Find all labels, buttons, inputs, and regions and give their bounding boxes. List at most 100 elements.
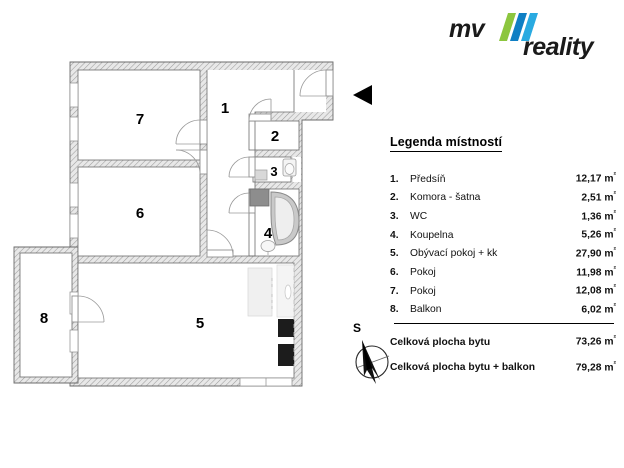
kitchen-appliance-lower-icon <box>278 344 294 366</box>
table-row: 4. Koupelna 5,26 m² <box>390 224 616 243</box>
legend-room-name: Obývací pokoj + kk <box>410 248 498 260</box>
room-label-1: 1 <box>221 100 229 117</box>
room-interior-7 <box>78 70 200 160</box>
room-label-4: 4 <box>264 225 273 242</box>
compass-cross-line <box>355 355 390 369</box>
legend-room-area: 6,02 m² <box>581 301 616 316</box>
legend-room-number: 5. <box>390 248 399 260</box>
table-row: Celková plocha bytu + balkon 79,28 m² <box>390 353 616 378</box>
floor-plan-drawing: 1 2 3 4 5 6 7 8 <box>13 61 372 387</box>
doors-layer <box>71 69 334 323</box>
room-interior-2 <box>249 121 299 150</box>
logo-artwork: mv reality <box>449 13 595 59</box>
compass-needle-tip <box>362 340 372 370</box>
window-left-5b <box>69 329 79 353</box>
legend-room-name: Pokoj <box>410 285 436 297</box>
logo-text-mv: mv <box>449 15 487 43</box>
room-interior-8 <box>20 253 72 377</box>
logo-slashes-icon <box>499 13 538 41</box>
compass-needle <box>362 340 380 384</box>
fixtures-layer <box>247 158 300 372</box>
legend-room-area: 12,17 m² <box>575 170 616 185</box>
entrance-door <box>299 69 334 97</box>
table-row: 8. Balkon 6,02 m² <box>390 299 616 318</box>
legend-room-area: 5,26 m² <box>581 226 616 241</box>
room-legend-panel: Legenda místností 1. Předsíň 12,17 m² 2.… <box>390 133 616 378</box>
total-value: 79,28 m² <box>575 358 616 373</box>
washing-machine-icon <box>249 188 270 207</box>
bathtub-fixture-icon <box>270 191 300 246</box>
toilet-fixture-icon <box>282 158 297 177</box>
room-number-labels-layer: 1 2 3 4 5 6 7 8 <box>40 100 279 332</box>
table-row: 1. Předsíň 12,17 m² <box>390 168 616 187</box>
legend-room-area: 27,90 m² <box>575 244 616 260</box>
door-hall-to-room5 <box>206 229 234 258</box>
door-hall-to-room7 <box>175 119 208 145</box>
logo-text-reality: reality <box>523 33 595 59</box>
compass-rose: S <box>345 318 407 390</box>
legend-room-area: 11,98 m² <box>576 263 616 279</box>
room-interior-1b <box>207 70 255 256</box>
entry-direction-arrow-icon <box>353 85 372 105</box>
legend-room-name: Balkon <box>410 304 442 316</box>
kitchen-counter-right-icon <box>276 264 295 318</box>
legend-room-area: 12,08 m² <box>575 282 616 297</box>
legend-room-name: Koupelna <box>410 229 454 241</box>
legend-title: Legenda místností <box>390 135 503 152</box>
kitchen-counter-left-icon <box>247 267 273 317</box>
compass-icon: S <box>353 321 390 384</box>
washbasin-fixture-icon <box>260 240 276 255</box>
room-label-5: 5 <box>196 315 204 332</box>
table-row: 6. Pokoj 11,98 m² <box>390 262 616 281</box>
svg-text:mv: mv <box>449 15 487 43</box>
door-room5-to-balcony <box>71 295 105 323</box>
legend-divider <box>394 322 614 324</box>
legend-room-table: 1. Předsíň 12,17 m² 2. Komora - šatna 2,… <box>390 168 616 318</box>
compass-circle <box>355 345 389 379</box>
legend-room-number: 1. <box>390 173 399 185</box>
room-label-8: 8 <box>40 310 48 327</box>
legend-room-name: WC <box>410 210 428 222</box>
room-label-3: 3 <box>270 164 277 179</box>
legend-room-number: 2. <box>390 192 399 204</box>
mv-reality-logo: mv reality <box>447 11 617 59</box>
legend-room-number: 6. <box>390 267 399 279</box>
room-label-2: 2 <box>271 128 279 145</box>
room-label-7: 7 <box>136 111 144 128</box>
legend-room-name: Předsíň <box>410 173 446 185</box>
entry-corridor-interior <box>294 70 326 112</box>
legend-room-area: 1,36 m² <box>581 207 616 222</box>
door-hall-to-room2 <box>248 98 272 122</box>
total-label: Celková plocha bytu + balkon <box>390 361 536 373</box>
total-label: Celková plocha bytu <box>390 336 491 348</box>
window-left-7a <box>69 82 79 108</box>
room-interior-6 <box>78 167 200 256</box>
svg-text:reality: reality <box>523 33 595 59</box>
legend-room-number: 3. <box>390 210 399 222</box>
legend-room-number: 8. <box>390 304 399 316</box>
partition-outlines-layer <box>19 69 300 379</box>
total-value: 73,26 m² <box>575 333 616 348</box>
kitchen-appliance-upper-icon <box>278 319 294 337</box>
legend-room-name: Komora - šatna <box>410 192 481 204</box>
floor-plan-svg: 1 2 3 4 5 6 7 8 <box>13 61 372 387</box>
legend-room-number: 4. <box>390 229 399 241</box>
legend-room-rows: 1. Předsíň 12,17 m² 2. Komora - šatna 2,… <box>390 168 616 318</box>
table-row: 3. WC 1,36 m² <box>390 205 616 224</box>
compass-north-label: S <box>353 321 361 335</box>
window-left-6a <box>69 182 79 208</box>
door-hall-to-room3 <box>228 156 256 178</box>
legend-room-name: Pokoj <box>410 267 436 279</box>
table-row: 5. Obývací pokoj + kk 27,90 m² <box>390 243 616 262</box>
table-row: Celková plocha bytu 73,26 m² <box>390 328 616 353</box>
wc-cabinet-icon <box>254 169 268 181</box>
legend-room-area: 2,51 m² <box>581 188 616 204</box>
table-row: 7. Pokoj 12,08 m² <box>390 280 616 299</box>
table-row: 2. Komora - šatna 2,51 m² <box>390 187 616 206</box>
room-label-6: 6 <box>136 205 144 222</box>
door-hall-to-room6 <box>175 149 208 175</box>
window-left-6b <box>69 213 79 239</box>
legend-totals-table: Celková plocha bytu 73,26 m² Celková plo… <box>390 328 616 379</box>
legend-room-number: 7. <box>390 285 399 297</box>
window-left-7b <box>69 116 79 142</box>
